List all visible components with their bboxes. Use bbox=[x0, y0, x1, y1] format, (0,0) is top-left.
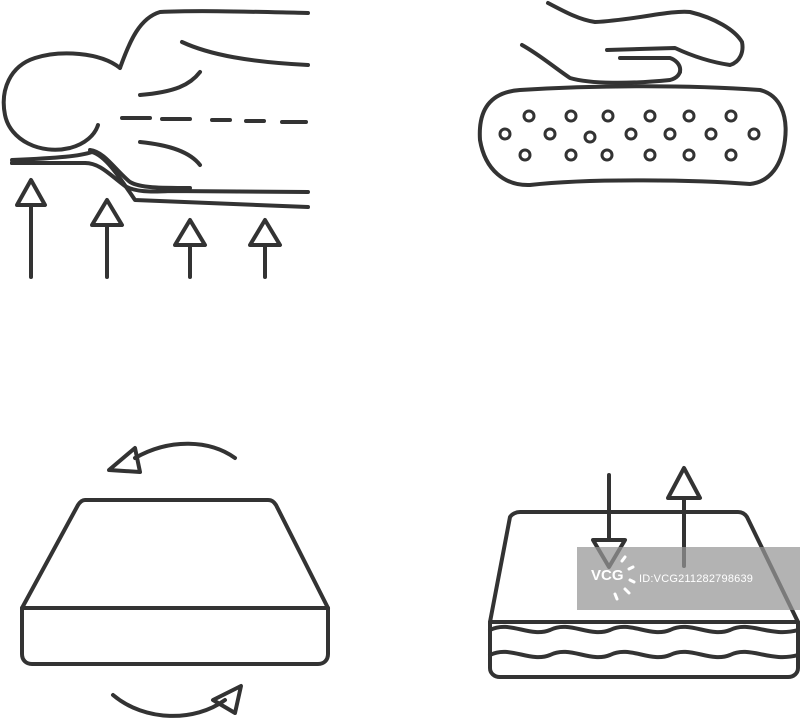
foam-holes bbox=[498, 109, 761, 162]
watermark-logo: VCG bbox=[577, 547, 639, 610]
watermark-overlay: VCG ID:VCG211282798639 bbox=[577, 547, 800, 610]
spine-support-panel bbox=[0, 0, 320, 290]
up-arrow-4 bbox=[248, 218, 282, 279]
spine-support-icon bbox=[1, 9, 310, 279]
memory-foam-panel bbox=[470, 0, 800, 200]
up-arrow-2 bbox=[90, 198, 124, 279]
flippable-mattress-icon bbox=[20, 441, 330, 718]
watermark-id-text: ID:VCG211282798639 bbox=[639, 572, 754, 585]
memory-foam-icon bbox=[477, 1, 788, 188]
up-arrow-1 bbox=[15, 178, 47, 279]
watermark-logo-text: VCG bbox=[591, 567, 624, 584]
flippable-mattress-panel bbox=[0, 430, 340, 720]
up-arrow-3 bbox=[173, 218, 207, 279]
